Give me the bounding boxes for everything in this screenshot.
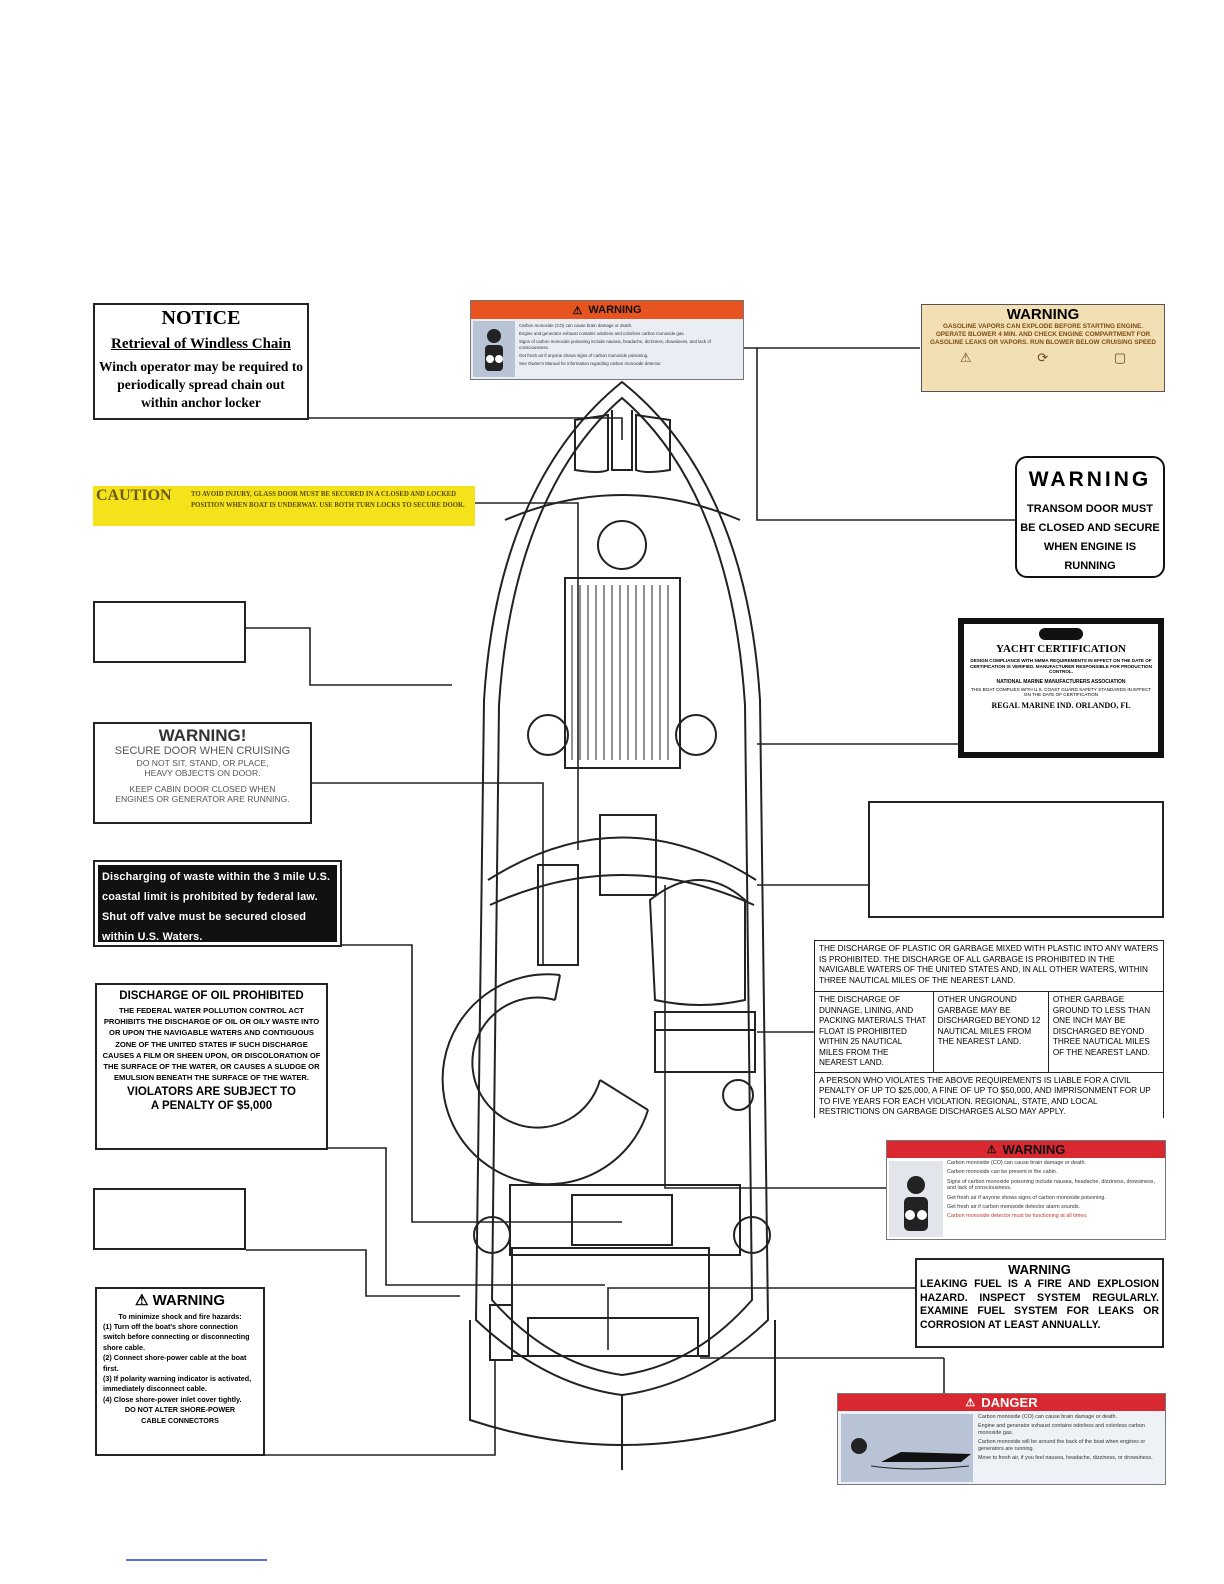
secure-door-line1: SECURE DOOR WHEN CRUISING: [114, 745, 291, 757]
shore-power-step: (3) If polarity warning indicator is act…: [103, 1374, 252, 1394]
shore-power-step: (4) Close shore-power inlet cover tightl…: [103, 1394, 242, 1404]
co-warning-cabin-label: ⚠ WARNING Carbon monoxide (CO) can cause …: [886, 1140, 1166, 1240]
leaking-fuel-header: WARNING: [1008, 1262, 1071, 1277]
yacht-cert-assoc: NATIONAL MARINE MANUFACTURERS ASSOCIATIO…: [996, 678, 1126, 685]
waste-discharge-text: Discharging of waste within the 3 mile U…: [98, 865, 337, 943]
co-warning-bow-label: ⚠ WARNING Carbon monoxide (CO) can cause …: [470, 300, 744, 380]
caution-body: TO AVOID INJURY, GLASS DOOR MUST BE SECU…: [191, 491, 465, 509]
yacht-cert-maker: REGAL MARINE IND. ORLANDO, FL: [991, 700, 1131, 710]
gasoline-vapors-warning-label: WARNING GASOLINE VAPORS CAN EXPLODE BEFO…: [921, 304, 1165, 392]
danger-line: Carbon monoxide will be around the back …: [978, 1439, 1146, 1452]
oil-discharge-placard: DISCHARGE OF OIL PROHIBITED THE FEDERAL …: [95, 983, 328, 1150]
co-warning-cabin-header-text: WARNING: [1002, 1142, 1066, 1157]
co-bow-line: Engine and generator exhaust contains od…: [519, 331, 685, 337]
co-cabin-line: Signs of carbon monoxide poisoning inclu…: [947, 1178, 1155, 1192]
danger-line: Carbon monoxide (CO) can cause brain dam…: [978, 1414, 1118, 1420]
co-cabin-line: Carbon monoxide can be present in the ca…: [947, 1169, 1058, 1176]
leaking-fuel-warning-label: WARNING LEAKING FUEL IS A FIRE AND EXPLO…: [915, 1258, 1164, 1348]
boat-hull: [441, 380, 776, 1470]
secure-door-warning-label: WARNING! SECURE DOOR WHEN CRUISING DO NO…: [93, 722, 312, 824]
caution-glass-door-label: CAUTION TO AVOID INJURY, GLASS DOOR MUST…: [93, 486, 475, 526]
shore-power-step: (1) Turn off the boat's shore connection…: [103, 1322, 250, 1352]
co-cabin-line: Carbon monoxide (CO) can cause brain dam…: [947, 1160, 1087, 1166]
garbage-col2-text: OTHER UNGROUND GARBAGE MAY BE DISCHARGED…: [932, 991, 1049, 1073]
boat-exhaust-icon: [841, 1414, 973, 1482]
notice-title: NOTICE: [161, 307, 241, 329]
garbage-col3-text: OTHER GARBAGE GROUND TO LESS THAN ONE IN…: [1047, 991, 1164, 1073]
shore-power-intro: To minimize shock and fire hazards:: [118, 1312, 242, 1321]
co-danger-stern-label: ⚠ DANGER Carbon monoxide (CO) can cause b…: [837, 1393, 1166, 1485]
gasoline-warning-header: WARNING: [1006, 306, 1080, 323]
caution-header: CAUTION: [96, 487, 172, 504]
co-cabin-line: Carbon monoxide detector must be functio…: [947, 1213, 1088, 1220]
co-bow-line: Get fresh air if anyone shows signs of c…: [519, 352, 649, 358]
transom-warning-header: WARNING: [1028, 468, 1152, 491]
yacht-cert-line1: DESIGN COMPLIANCE WITH NMMA REQUIREMENTS…: [970, 658, 1152, 675]
oil-body: THE FEDERAL WATER POLLUTION CONTROL ACT …: [102, 1006, 321, 1083]
notice-subtitle: Retrieval of Windless Chain: [111, 336, 291, 352]
oil-penalty1: VIOLATORS ARE SUBJECT TO: [127, 1086, 296, 1099]
person-breathing-icon: [889, 1161, 943, 1237]
transom-warning-line: BE CLOSED AND SECURE: [1020, 522, 1160, 534]
secure-door-line3: KEEP CABIN DOOR CLOSED WHEN ENGINES OR G…: [115, 784, 290, 804]
danger-line: Move to fresh air, if you feel nausea, h…: [978, 1455, 1153, 1462]
notice-windless-chain-label: NOTICE Retrieval of Windless Chain Winch…: [93, 303, 309, 420]
garbage-discharge-placard: THE DISCHARGE OF PLASTIC OR GARBAGE MIXE…: [814, 940, 1164, 1118]
alert-triangle-icon: ⚠: [986, 1144, 997, 1156]
co-warning-cabin-header: ⚠ WARNING: [887, 1141, 1165, 1158]
blank-label-box: [868, 801, 1164, 918]
garbage-top-text: THE DISCHARGE OF PLASTIC OR GARBAGE MIXE…: [814, 940, 1164, 992]
leader-lines: [246, 347, 1015, 1456]
alert-triangle-icon: ⚠: [134, 1292, 149, 1309]
secure-door-line2: DO NOT SIT, STAND, OR PLACE, HEAVY OBJEC…: [136, 758, 269, 778]
gasoline-warning-body: GASOLINE VAPORS CAN EXPLODE BEFORE START…: [929, 323, 1157, 346]
co-bow-line: Carbon monoxide (CO) can cause brain dam…: [519, 323, 633, 328]
co-cabin-line: Get fresh air if anyone shows signs of c…: [947, 1194, 1106, 1201]
garbage-col1-text: THE DISCHARGE OF DUNNAGE, LINING, AND PA…: [814, 991, 934, 1073]
co-bow-line: See Owner's Manual for information regar…: [519, 361, 662, 367]
blank-label-box: [93, 601, 246, 663]
co-warning-bow-header-text: WARNING: [588, 304, 642, 316]
shore-power-step: (2) Connect shore-power cable at the boa…: [103, 1353, 247, 1373]
blank-label-box: [93, 1188, 246, 1250]
danger-header: ⚠ DANGER: [838, 1394, 1165, 1411]
danger-header-text: DANGER: [981, 1395, 1038, 1410]
garbage-bottom-text: A PERSON WHO VIOLATES THE ABOVE REQUIREM…: [814, 1071, 1164, 1118]
transom-warning-line: TRANSOM DOOR MUST: [1027, 503, 1153, 515]
notice-body: Winch operator may be required to period…: [98, 359, 304, 410]
danger-line: Engine and generator exhaust contains od…: [978, 1423, 1145, 1436]
yacht-cert-title: YACHT CERTIFICATION: [996, 643, 1126, 655]
fire-warning-icon: ⚠: [959, 350, 972, 365]
alert-triangle-icon: ⚠: [572, 304, 583, 317]
shore-power-warning-label: ⚠ WARNING To minimize shock and fire haz…: [95, 1287, 265, 1456]
yacht-certification-plate: YACHT CERTIFICATION DESIGN COMPLIANCE WI…: [958, 618, 1164, 758]
person-breathing-icon: [473, 321, 515, 377]
oil-penalty2: A PENALTY OF $5,000: [150, 1100, 273, 1113]
transom-warning-line: WHEN ENGINE IS RUNNING: [1043, 541, 1137, 572]
shore-power-header: WARNING: [152, 1292, 226, 1309]
engine-icon: ▢: [1113, 350, 1127, 365]
shore-power-footer: DO NOT ALTER SHORE-POWER CABLE CONNECTOR…: [124, 1405, 236, 1425]
blower-icon: ⟳: [1037, 350, 1049, 365]
leaking-fuel-body: LEAKING FUEL IS A FIRE AND EXPLOSION HAZ…: [920, 1278, 1159, 1331]
alert-triangle-icon: ⚠: [965, 1397, 976, 1409]
yacht-cert-line2: THIS BOAT COMPLIES WITH U.S. COAST GUARD…: [970, 686, 1152, 698]
secure-door-header: WARNING!: [158, 726, 247, 745]
transom-door-warning-label: WARNING TRANSOM DOOR MUST BE CLOSED AND …: [1015, 456, 1165, 578]
co-bow-line: Signs of carbon monoxide poisoning inclu…: [519, 339, 711, 350]
oil-title: DISCHARGE OF OIL PROHIBITED: [119, 990, 304, 1002]
nmma-logo: [1039, 628, 1083, 640]
waste-discharge-label: Discharging of waste within the 3 mile U…: [93, 860, 342, 947]
co-cabin-line: Get fresh air if carbon monoxide detecto…: [947, 1204, 1081, 1211]
co-warning-bow-header: ⚠ WARNING: [471, 301, 743, 319]
